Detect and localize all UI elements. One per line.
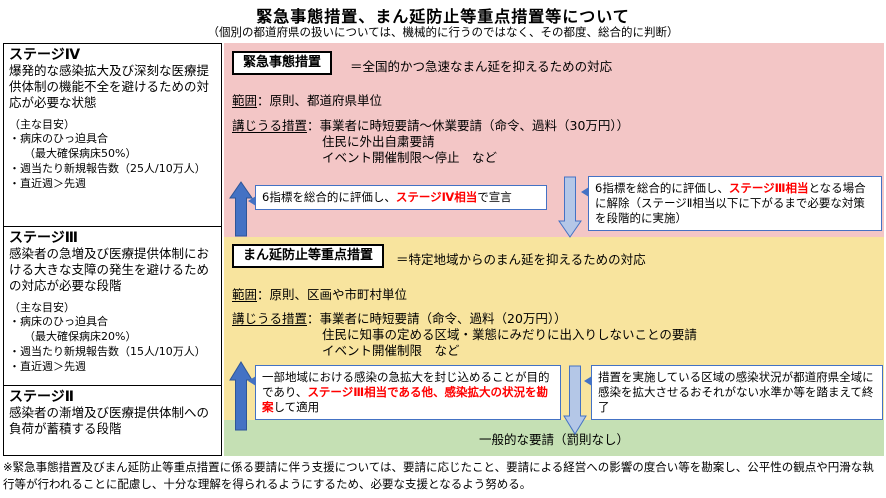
priority-definition: ＝特定地域からのまん延を抑えるための対応 bbox=[396, 252, 646, 267]
apply-text-post: して適用 bbox=[273, 399, 320, 414]
stage4-section: ステージⅣ 爆発的な感染拡大及び深刻な医療提供体制の機能不全を避けるための対応が… bbox=[4, 44, 221, 227]
priority-measures-label: 講じうる措置 bbox=[232, 311, 308, 326]
stage3-description: 感染者の急増及び医療提供体制における大きな支障の発生を避けるための対応が必要な段… bbox=[9, 246, 210, 294]
emergency-measures-line3: イベント開催制限～停止 など bbox=[322, 150, 498, 165]
emergency-label-box: 緊急事態措置 bbox=[232, 51, 333, 76]
emergency-measures: 講じうる措置：事業者に時短要請～休業要請（命令、過料（30万円）） 住民に外出自… bbox=[232, 118, 629, 166]
priority-measures-text1: ：事業者に時短要請（命令、過料（20万円）） bbox=[307, 311, 567, 326]
measures-diagram: 一般的な要請（罰則なし） 緊急事態措置 ＝全国的かつ急速なまん延を抑えるための対… bbox=[224, 43, 884, 456]
stage3-section: ステージⅢ 感染者の急増及び医療提供体制における大きな支障の発生を避けるための対… bbox=[4, 227, 221, 386]
lift-text-highlight: ステージⅢ相当 bbox=[728, 181, 809, 195]
priority-scope-value: ：原則、区画や市町村単位 bbox=[257, 287, 408, 302]
general-band: 一般的な要請（罰則なし） bbox=[224, 420, 884, 456]
declare-text-highlight: ステージⅣ相当 bbox=[395, 190, 478, 204]
emergency-measures-label: 講じうる措置 bbox=[232, 118, 308, 133]
stage2-name: ステージⅡ bbox=[9, 389, 74, 405]
stage2-section: ステージⅡ 感染者の漸増及び医療提供体制への負荷が蓄積する段階 bbox=[4, 386, 221, 454]
declare-text-post: で宣言 bbox=[477, 190, 512, 204]
stage4-criterion-cases: ・週当たり新規報告数（25人/10万人） bbox=[9, 162, 206, 176]
lift-down-arrow-icon bbox=[558, 176, 582, 238]
emergency-scope-value: ：原則、都道府県単位 bbox=[257, 93, 383, 108]
priority-measures-line1: 講じうる措置：事業者に時短要請（命令、過料（20万円）） bbox=[232, 311, 697, 327]
stage2-description: 感染者の漸増及び医療提供体制への負荷が蓄積する段階 bbox=[9, 405, 210, 437]
stage3-criterion-trend: ・直近週＞先週 bbox=[9, 359, 86, 373]
emergency-scope-label: 範囲 bbox=[232, 93, 258, 108]
emergency-definition: ＝全国的かつ急速なまん延を抑えるための対応 bbox=[350, 59, 613, 74]
priority-measures-line3: イベント開催制限 など bbox=[322, 343, 460, 358]
declare-up-arrow-icon bbox=[229, 181, 253, 237]
stage4-criteria-heading: （主な目安） bbox=[9, 118, 75, 132]
stage3-name: ステージⅢ bbox=[9, 230, 78, 246]
priority-measures: 講じうる措置：事業者に時短要請（命令、過料（20万円）） 住民に知事の定める区域… bbox=[232, 311, 697, 359]
declare-text-pre: 6指標を総合的に評価し、 bbox=[262, 190, 396, 204]
terminate-callout: 措置を実施している区域の感染状況が都道府県全域に感染を拡大させるおそれがない水準… bbox=[584, 365, 883, 420]
general-request-label: 一般的な要請（罰則なし） bbox=[478, 431, 629, 447]
stage3-criteria-heading: （主な目安） bbox=[9, 301, 75, 315]
priority-label-box: まん延防止等重点措置 bbox=[232, 244, 385, 269]
priority-scope-label: 範囲 bbox=[232, 287, 258, 302]
declare-callout: 6指標を総合的に評価し、ステージⅣ相当で宣言 bbox=[248, 185, 547, 210]
terminate-down-arrow-icon bbox=[563, 365, 587, 435]
stage3-criterion-beds: ・病床のひっ迫具合 bbox=[9, 315, 108, 329]
apply-callout: 一部地域における感染の急拡大を封じ込めることが目的であり、ステージⅢ相当である他… bbox=[248, 365, 561, 420]
stage4-criterion-trend: ・直近週＞先週 bbox=[9, 176, 86, 190]
apply-text-highlight: ステージⅢ相当である他、感染拡大の状況を勘案 bbox=[262, 384, 548, 414]
stage3-criterion-cases: ・週当たり新規報告数（15人/10万人） bbox=[9, 345, 206, 359]
stage4-description: 爆発的な感染拡大及び深刻な医療提供体制の機能不全を避けるための対応が必要な状態 bbox=[9, 63, 210, 111]
priority-measures-line2: 住民に知事の定める区域・業態にみだりに出入りしないことの要請 bbox=[322, 327, 697, 342]
page-title: 緊急事態措置、まん延防止等重点措置等について bbox=[256, 7, 630, 26]
stage4-criterion-beds: ・病床のひっ迫具合 bbox=[9, 132, 108, 146]
emergency-measures-line1: 講じうる措置：事業者に時短要請～休業要請（命令、過料（30万円）） bbox=[232, 118, 629, 134]
lift-text-pre: 6指標を総合的に評価し、 bbox=[595, 181, 729, 195]
footnote: ※緊急事態措置及びまん延防止等重点措置に係る要請に伴う支援については、要請に応じ… bbox=[3, 460, 874, 491]
priority-scope: 範囲：原則、区画や市町村単位 bbox=[232, 284, 407, 303]
stage-panel: ステージⅣ 爆発的な感染拡大及び深刻な医療提供体制の機能不全を避けるための対応が… bbox=[3, 43, 222, 456]
emergency-measures-line2: 住民に外出自粛要請 bbox=[322, 134, 435, 149]
apply-text-pre: 一部地域における感染の急拡大を封じ込めることが目的であり、 bbox=[262, 370, 550, 399]
emergency-measures-text1: ：事業者に時短要請～休業要請（命令、過料（30万円）） bbox=[307, 118, 630, 133]
emergency-scope: 範囲：原則、都道府県単位 bbox=[232, 90, 382, 109]
stage3-criterion-beds-detail: （最大確保病床20%） bbox=[24, 330, 137, 344]
lift-text-post: となる場合に解除（ステージⅡ相当以下に下がるまで必要な対策を段階的に実施） bbox=[595, 181, 866, 225]
stage4-criterion-beds-detail: （最大確保病床50%） bbox=[24, 147, 137, 161]
stage4-name: ステージⅣ bbox=[9, 47, 81, 63]
terminate-text: 措置を実施している区域の感染状況が都道府県全域に感染を拡大させるおそれがない水準… bbox=[598, 370, 874, 414]
apply-up-arrow-icon bbox=[229, 361, 253, 431]
lift-callout: 6指標を総合的に評価し、ステージⅢ相当となる場合に解除（ステージⅡ相当以下に下が… bbox=[581, 176, 882, 231]
page-subtitle: （個別の都道府県の扱いについては、機械的に行うのではなく、その都度、総合的に判断… bbox=[207, 25, 679, 39]
